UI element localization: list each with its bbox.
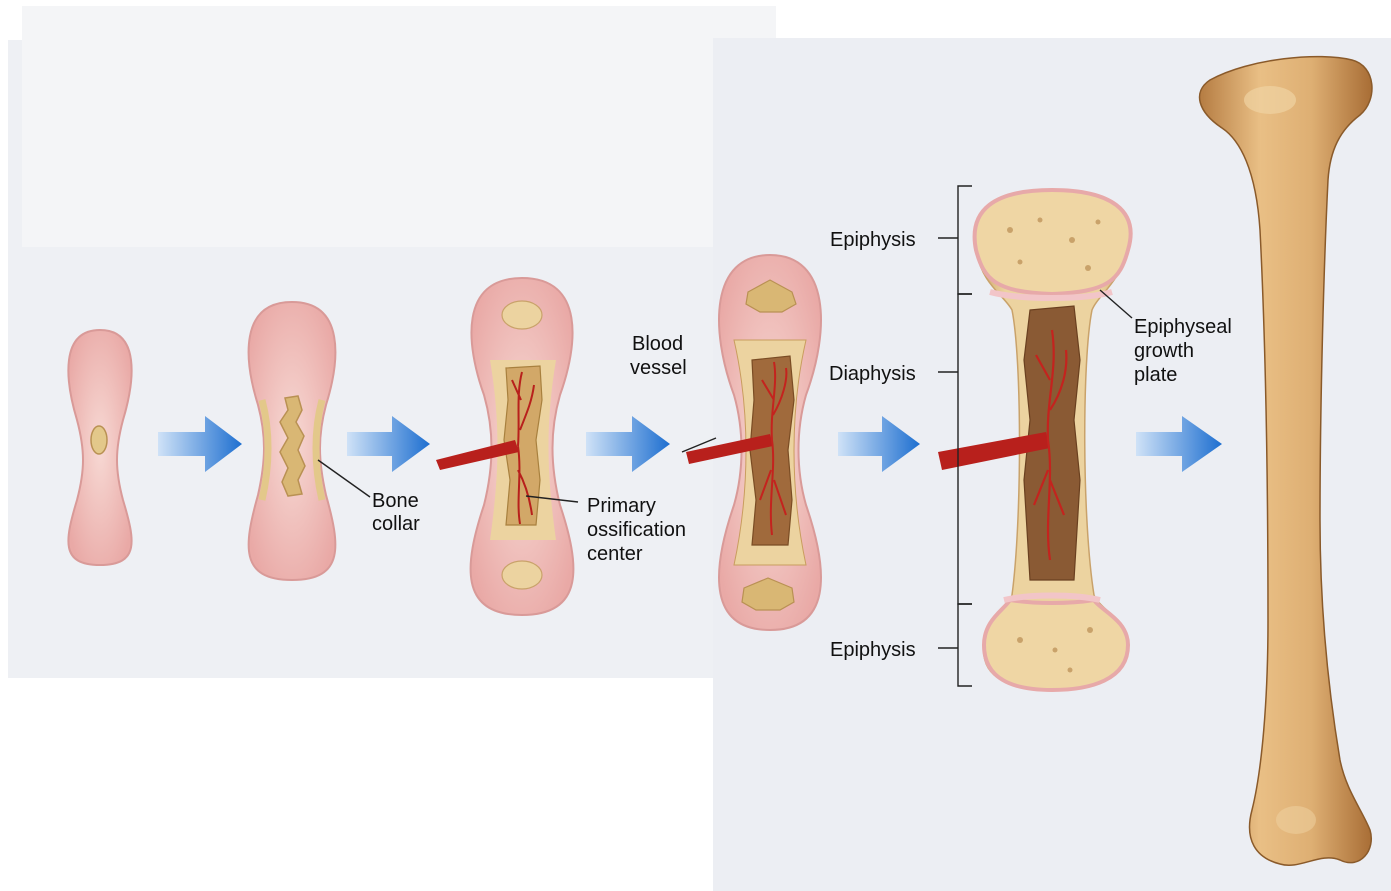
arrow-2-icon — [347, 416, 430, 472]
growth-plate-label-2: growth — [1134, 340, 1194, 362]
stage-bone-collar — [249, 302, 336, 580]
primary-label-3: center — [587, 543, 643, 565]
primary-label-1: Primary — [587, 495, 656, 517]
arrow-4-icon — [838, 416, 920, 472]
stage-primary-ossification — [436, 278, 573, 615]
bone-collar-label-1: Bone — [372, 490, 419, 512]
stage-adult-bone — [1200, 57, 1372, 866]
stage-cartilage-model — [68, 330, 131, 565]
stage-epiphyseal-plate — [938, 190, 1131, 690]
blood-vessel-label-1: Blood — [632, 333, 683, 355]
epiphysis-top-label: Epiphysis — [830, 229, 916, 251]
arrow-3-icon — [586, 416, 670, 472]
growth-plate-label-3: plate — [1134, 364, 1177, 386]
diaphysis-label: Diaphysis — [829, 363, 916, 385]
bone-collar-label-2: collar — [372, 513, 420, 535]
blood-vessel-label-2: vessel — [630, 357, 687, 379]
growth-plate-label-1: Epiphyseal — [1134, 316, 1232, 338]
arrow-5-icon — [1136, 416, 1222, 472]
primary-label-2: ossification — [587, 519, 686, 541]
arrow-1-icon — [158, 416, 242, 472]
epiphysis-bottom-label: Epiphysis — [830, 639, 916, 661]
